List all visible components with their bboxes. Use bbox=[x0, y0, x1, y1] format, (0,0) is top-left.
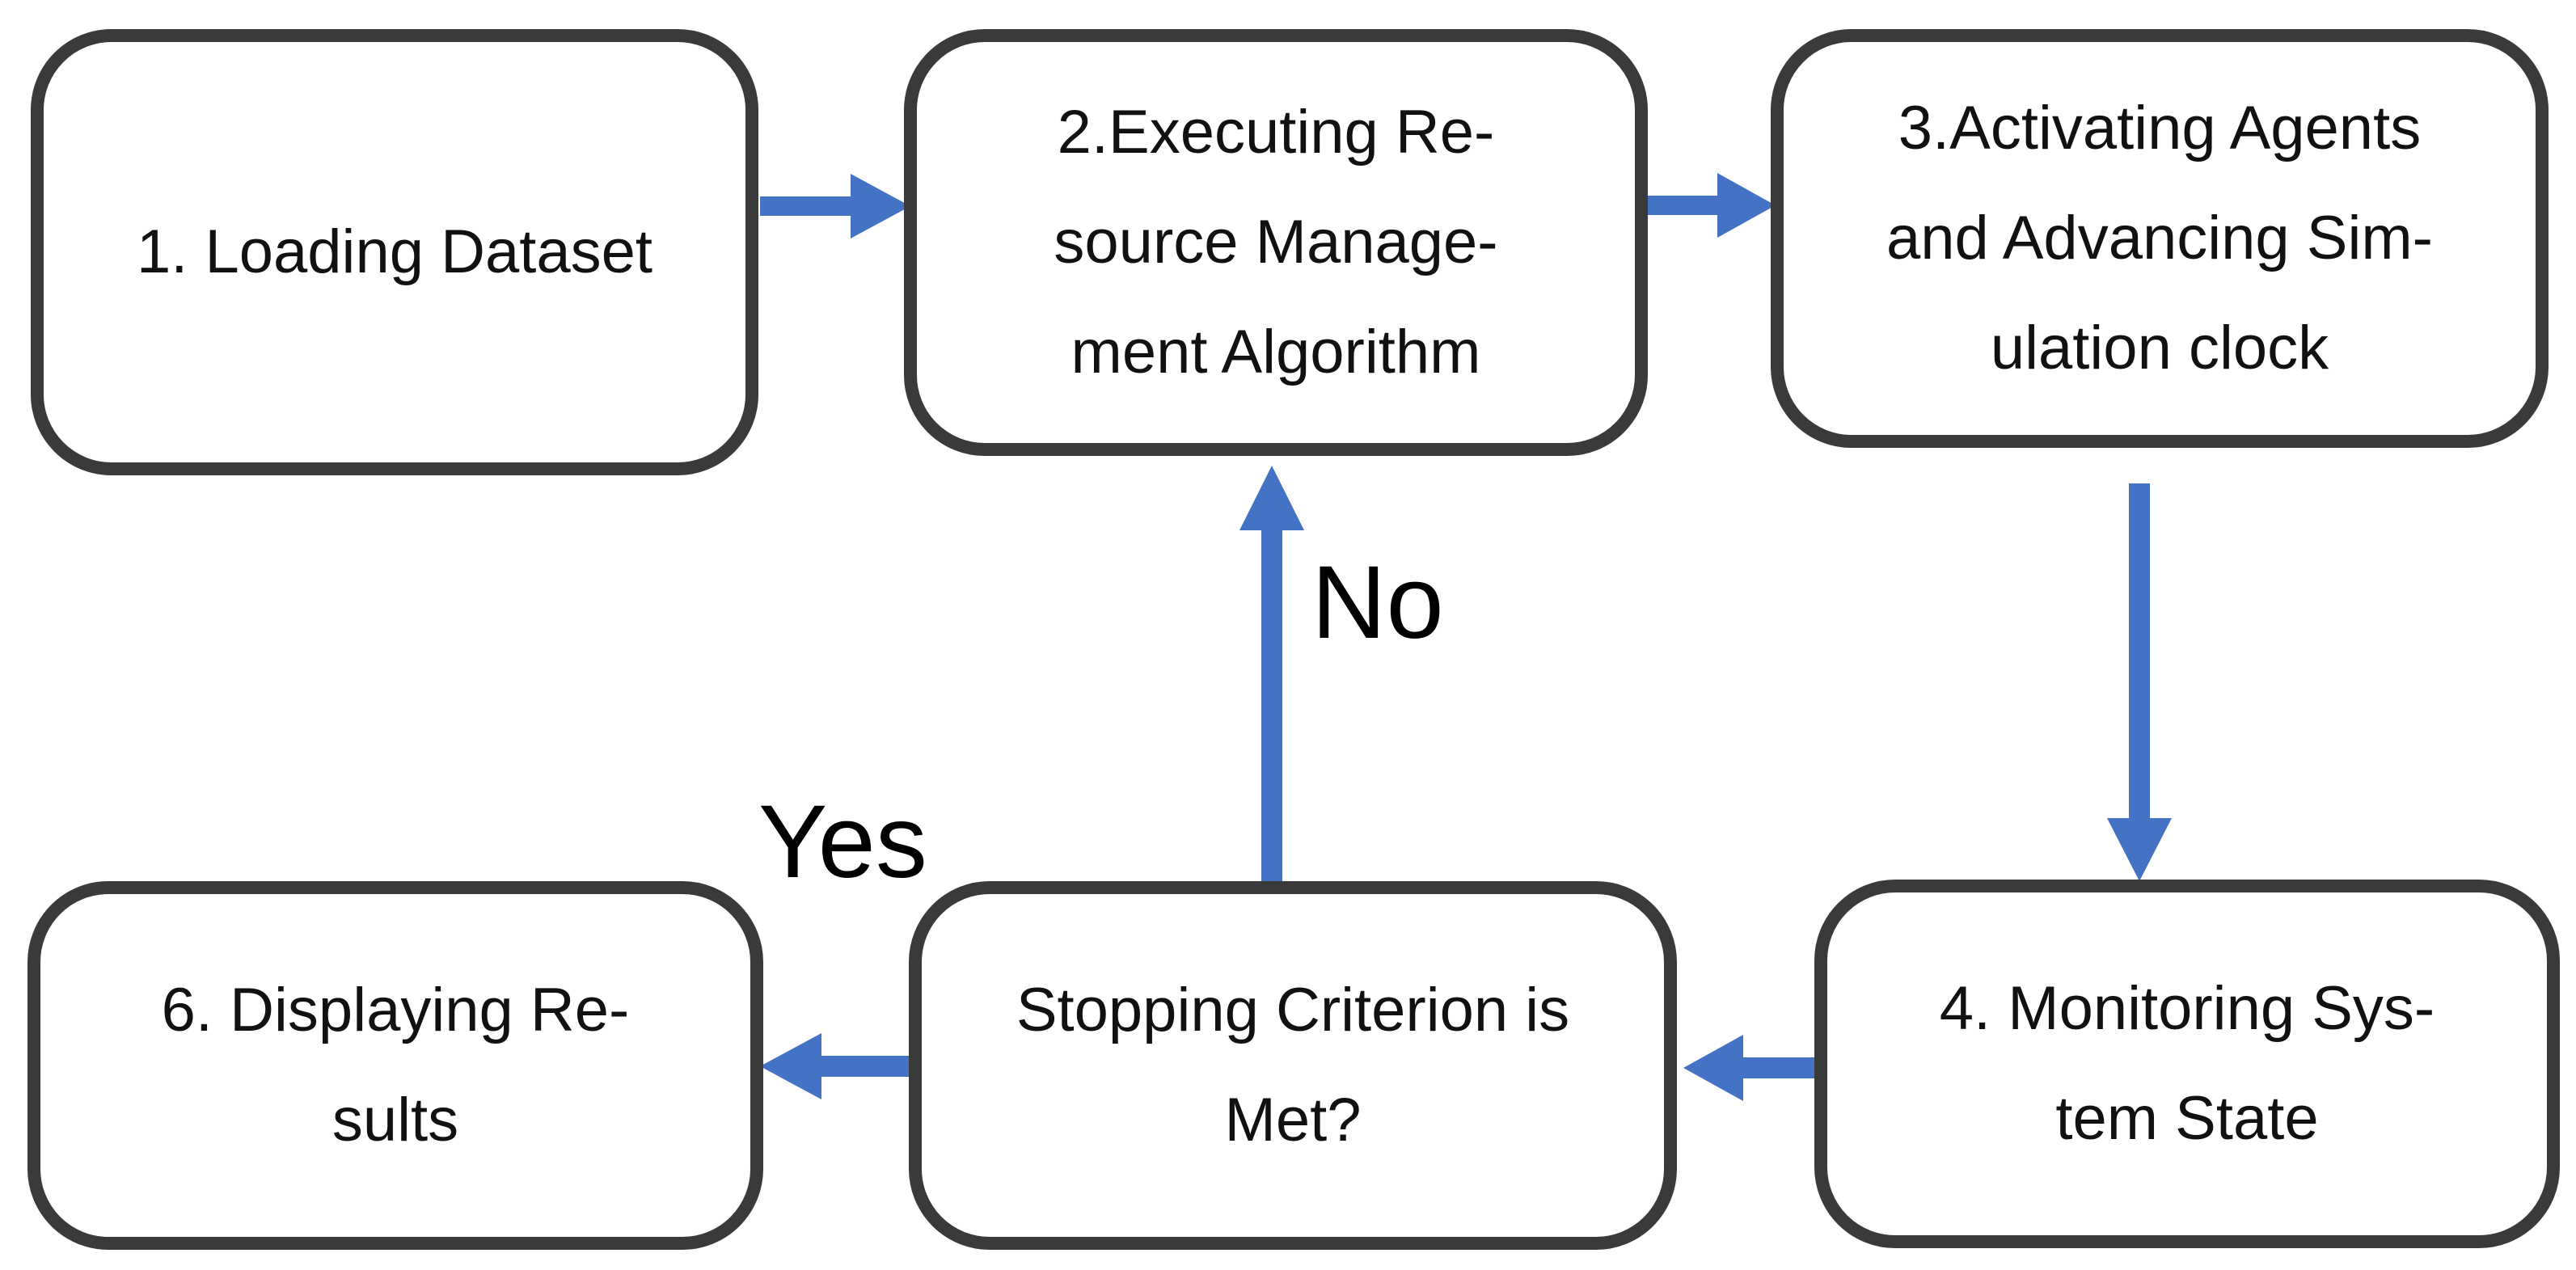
no-branch-label: No bbox=[1311, 545, 1444, 660]
decision-box: Stopping Criterion is Met? bbox=[909, 881, 1677, 1250]
step-1-label: 1. Loading Dataset bbox=[136, 217, 653, 286]
arrow-step1-to-step2 bbox=[760, 174, 910, 238]
step-6-box: 6. Displaying Re- sults bbox=[27, 881, 763, 1250]
arrow-step2-to-step3 bbox=[1643, 173, 1776, 238]
arrow-decision-to-step6 bbox=[760, 1033, 914, 1099]
step-4-box: 4. Monitoring Sys- tem State bbox=[1814, 880, 2560, 1248]
yes-branch-label: Yes bbox=[758, 784, 927, 900]
step-1-box: 1. Loading Dataset bbox=[31, 29, 758, 475]
step-3-box: 3.Activating Agents and Advancing Sim- u… bbox=[1771, 29, 2549, 448]
step-4-label: 4. Monitoring Sys- tem State bbox=[1939, 974, 2435, 1153]
decision-label: Stopping Criterion is Met? bbox=[1016, 976, 1570, 1154]
step-2-box: 2.Executing Re- source Manage- ment Algo… bbox=[904, 29, 1648, 456]
step-2-label: 2.Executing Re- source Manage- ment Algo… bbox=[1054, 98, 1498, 386]
arrow-decision-to-step2 bbox=[1239, 466, 1304, 886]
arrow-step3-to-step4 bbox=[2107, 483, 2172, 881]
step-6-label: 6. Displaying Re- sults bbox=[161, 976, 630, 1154]
step-3-label: 3.Activating Agents and Advancing Sim- u… bbox=[1886, 94, 2433, 382]
arrow-step4-to-decision bbox=[1683, 1035, 1819, 1101]
